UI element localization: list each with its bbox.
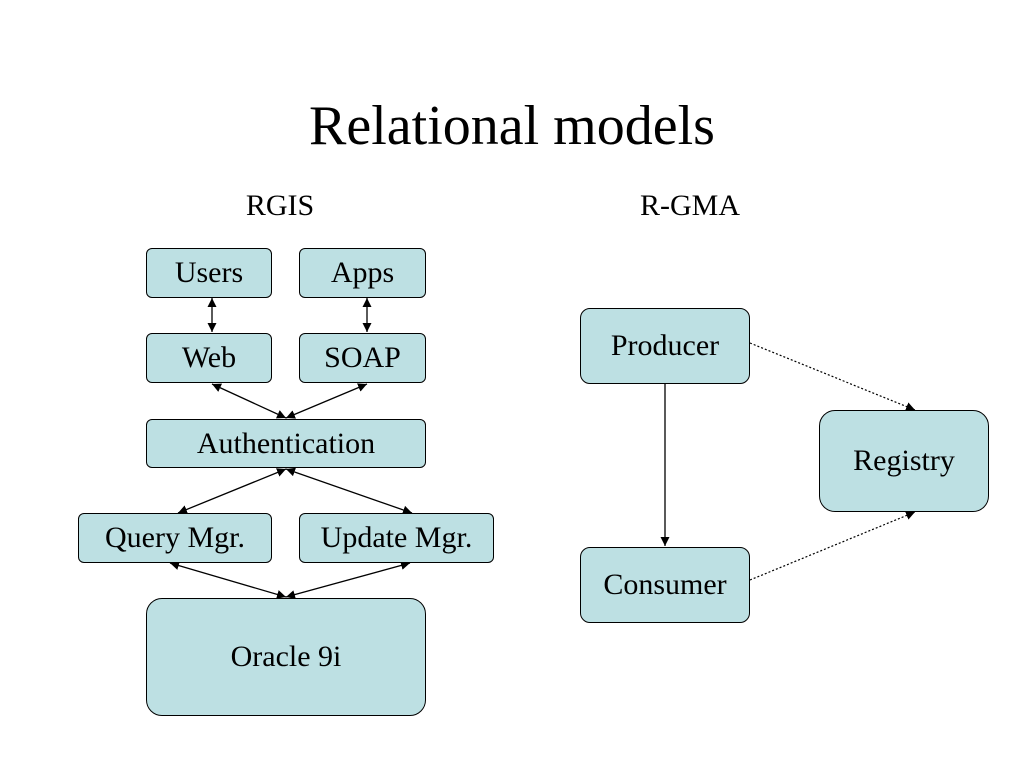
rgis-title: RGIS bbox=[245, 189, 315, 222]
soap-node: SOAP bbox=[299, 333, 426, 383]
edge-web-authentication bbox=[211, 383, 287, 419]
producer-node: Producer bbox=[580, 308, 750, 384]
edge-authentication-update bbox=[285, 467, 413, 515]
authentication-node: Authentication bbox=[146, 419, 426, 468]
users-node: Users bbox=[146, 248, 272, 298]
oracle-node: Oracle 9i bbox=[146, 598, 426, 716]
consumer-node: Consumer bbox=[580, 547, 750, 623]
update-mgr-node: Update Mgr. bbox=[299, 513, 494, 563]
edge-producer-registry bbox=[749, 342, 916, 411]
edge-authentication-query bbox=[177, 468, 287, 514]
slide-title: Relational models bbox=[309, 95, 715, 157]
registry-node: Registry bbox=[819, 410, 989, 512]
apps-node: Apps bbox=[299, 248, 426, 298]
query-mgr-node: Query Mgr. bbox=[78, 513, 272, 563]
edge-update-oracle bbox=[285, 561, 411, 599]
web-node: Web bbox=[146, 333, 272, 383]
rgma-title: R-GMA bbox=[639, 189, 740, 222]
edge-query-oracle bbox=[169, 561, 287, 599]
edge-soap-authentication bbox=[285, 383, 368, 419]
edge-consumer-registry bbox=[749, 511, 916, 581]
